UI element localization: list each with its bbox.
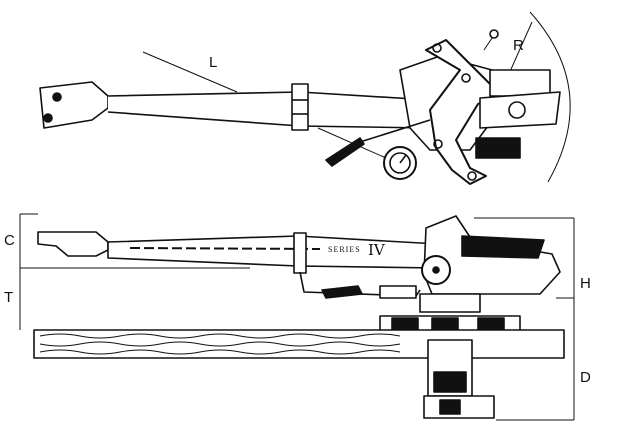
label-radius: R bbox=[513, 37, 524, 54]
pivot-yoke bbox=[425, 39, 501, 185]
cue-lever-side bbox=[321, 285, 363, 299]
top-view bbox=[39, 11, 571, 185]
mount-nut bbox=[433, 371, 467, 393]
side-view: SERIES IV bbox=[19, 213, 575, 421]
label-height: H bbox=[580, 275, 591, 292]
cue-lever-collar bbox=[379, 285, 417, 299]
length-dimension-line bbox=[142, 51, 238, 93]
arm-series-word: SERIES bbox=[328, 245, 361, 254]
arm-tube-top bbox=[107, 91, 431, 129]
plinth-grain-3 bbox=[39, 349, 401, 355]
yoke-bolt-1 bbox=[432, 43, 442, 53]
cue-lever-arm bbox=[359, 119, 431, 143]
headshell-screw-2 bbox=[43, 113, 53, 123]
yoke-bolt-3 bbox=[433, 139, 443, 149]
plinth-grain-1 bbox=[39, 333, 401, 339]
arm-series-number: IV bbox=[368, 241, 386, 259]
arm-collar-side bbox=[293, 232, 307, 274]
pivot-knob-center bbox=[432, 266, 440, 274]
counterweight-plate bbox=[489, 69, 551, 97]
label-thickness: T bbox=[4, 289, 14, 306]
headshell-screw-1 bbox=[52, 92, 62, 102]
mount-slot-1 bbox=[391, 317, 419, 331]
antiskate-gauge-needle bbox=[399, 154, 407, 164]
arm-center-dashes bbox=[129, 247, 321, 250]
mount-base-hub bbox=[439, 399, 461, 415]
cue-pin-head bbox=[489, 29, 499, 39]
mount-slot-3 bbox=[477, 317, 505, 331]
counterweight-knob bbox=[508, 101, 526, 119]
cue-lever-handle bbox=[325, 137, 365, 167]
counterweight-body bbox=[475, 137, 521, 159]
plinth-grain-2 bbox=[39, 341, 401, 347]
label-length: L bbox=[209, 54, 218, 71]
arm-tube-side bbox=[107, 235, 439, 269]
antiskate-gauge-inner bbox=[389, 152, 411, 174]
label-depth: D bbox=[580, 369, 591, 386]
pivot-housing-top bbox=[461, 235, 545, 259]
label-clearance: C bbox=[4, 232, 15, 249]
yoke-bolt-2 bbox=[461, 73, 471, 83]
radius-arc bbox=[529, 11, 571, 183]
mount-slot-2 bbox=[431, 317, 459, 331]
headshell-side bbox=[37, 231, 109, 257]
yoke-bolt-4 bbox=[467, 171, 477, 181]
mount-collar bbox=[419, 293, 481, 313]
arm-collar bbox=[291, 83, 309, 131]
cue-pin bbox=[483, 37, 493, 51]
